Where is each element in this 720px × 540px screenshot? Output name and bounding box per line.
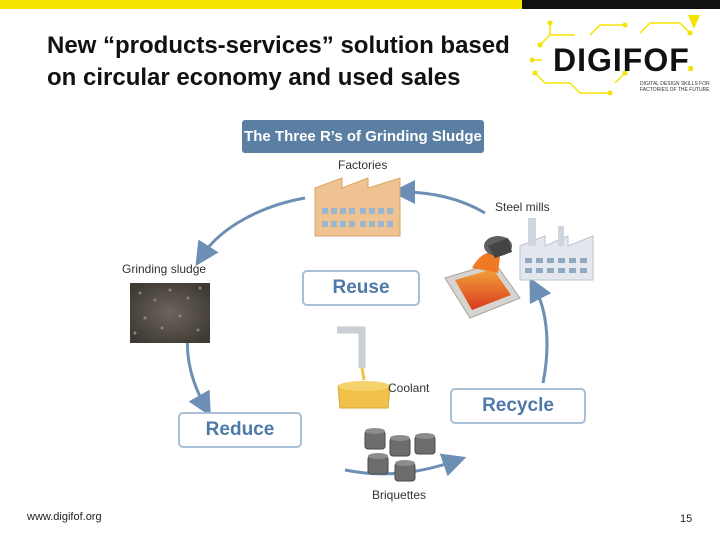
circuit-graphic-icon [530, 15, 700, 96]
briquettes-icon [364, 428, 436, 482]
digifof-logo: DIGIFOF. DIGITAL DESIGN SKILLS FOR FACTO… [530, 15, 715, 100]
top-accent-bar-yellow [0, 0, 522, 9]
logo-wordmark: DIGIFOF. [553, 42, 697, 78]
steel-mill-icon [444, 218, 594, 319]
stage-reuse: Reuse [302, 270, 420, 306]
label-briquettes: Briquettes [372, 488, 427, 502]
top-accent-bar-black [522, 0, 720, 9]
logo-tagline: DIGITAL DESIGN SKILLS FOR FACTORIES OF T… [640, 81, 710, 93]
grinding-sludge-icon [130, 283, 210, 343]
label-steel-mills: Steel mills [495, 200, 550, 214]
diagram-illustration [130, 177, 594, 482]
arrow-factories-to-sludge [195, 196, 306, 267]
arrow-recycle-to-steel [529, 277, 552, 384]
diagram-title: The Three R’s of Grinding Sludge [242, 120, 484, 153]
coolant-icon [337, 326, 391, 409]
slide-title: New “products-services” solution based o… [47, 32, 510, 91]
three-rs-diagram: The Three R’s of Grinding Sludge Factori… [100, 118, 620, 510]
label-grinding-sludge: Grinding sludge [122, 262, 207, 276]
factories-icon [314, 177, 401, 237]
page-number: 15 [680, 513, 693, 525]
label-coolant: Coolant [388, 381, 430, 395]
arrow-steel-to-factories [391, 180, 486, 215]
stage-recycle: Recycle [450, 388, 586, 424]
stage-reduce: Reduce [178, 412, 302, 448]
footer-website: www.digifof.org [27, 511, 102, 523]
label-factories: Factories [338, 158, 388, 172]
